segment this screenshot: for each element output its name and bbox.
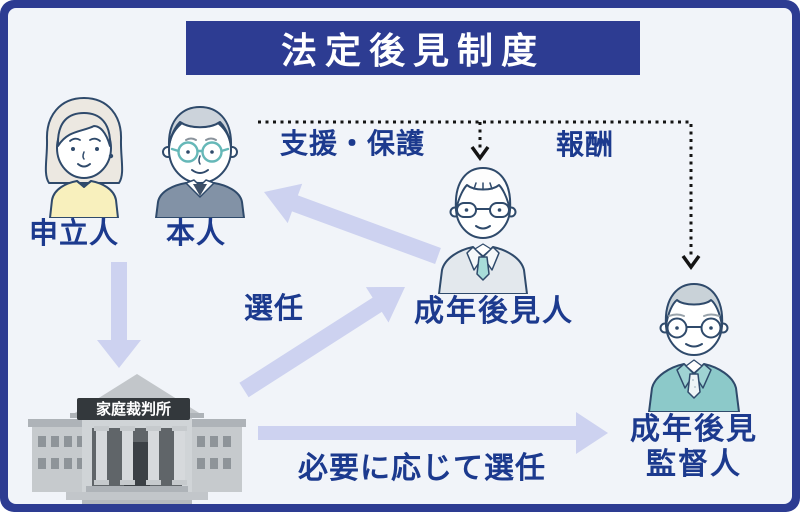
supervisor-glasses <box>666 317 722 339</box>
appointment-arrow <box>239 287 405 398</box>
applicant-top <box>49 180 119 218</box>
principal-illustration <box>155 106 245 218</box>
support-protection-label: 支援・保護 <box>280 128 426 159</box>
family-court-illustration: 家庭裁判所 <box>28 374 246 504</box>
title-banner: 法定後見制度 <box>186 21 640 75</box>
guardianship-supervisor-illustration <box>648 283 740 412</box>
adult-guardian-label: 成年後見人 <box>414 295 574 328</box>
applicant-earring <box>108 153 114 159</box>
connector-overlay <box>97 120 701 454</box>
court-sign-label: 家庭裁判所 <box>96 400 171 418</box>
application-arrow <box>97 262 141 368</box>
principal-label: 本人 <box>165 218 227 250</box>
principal-hair <box>167 106 233 147</box>
principal-glasses <box>170 141 230 163</box>
appointment-as-needed-arrow <box>258 412 608 454</box>
applicant-label: 申立人 <box>28 218 120 250</box>
supervision-dotted-line <box>258 120 693 258</box>
dotted-arrowhead-to-guardian <box>470 145 490 161</box>
adult-guardian-illustration <box>438 167 528 294</box>
appointment-label: 選任 <box>244 293 305 325</box>
court-sign <box>77 398 190 420</box>
applicant-fringe <box>56 112 112 147</box>
support-protection-arrow <box>264 183 441 264</box>
court-columns <box>94 426 187 485</box>
guardian-tie <box>476 256 490 281</box>
supervisor-hair <box>664 283 724 327</box>
applicant-illustration <box>44 97 124 218</box>
appointment-as-needed-label: 必要に応じて選任 <box>298 452 546 485</box>
supervisor-label-line2: 監督人 <box>646 448 742 481</box>
dotted-arrowhead-to-supervisor <box>681 254 701 270</box>
supervisor-label-line1: 成年後見 <box>630 413 758 446</box>
supervisor-tie <box>687 373 701 399</box>
page-title: 法定後見制度 <box>280 30 545 71</box>
diagram-stage: 法定後見制度 <box>8 8 792 504</box>
guardian-glasses <box>456 202 510 218</box>
remuneration-label: 報酬 <box>556 129 615 160</box>
guardianship-supervisor-label: 成年後見 監督人 <box>630 412 758 482</box>
